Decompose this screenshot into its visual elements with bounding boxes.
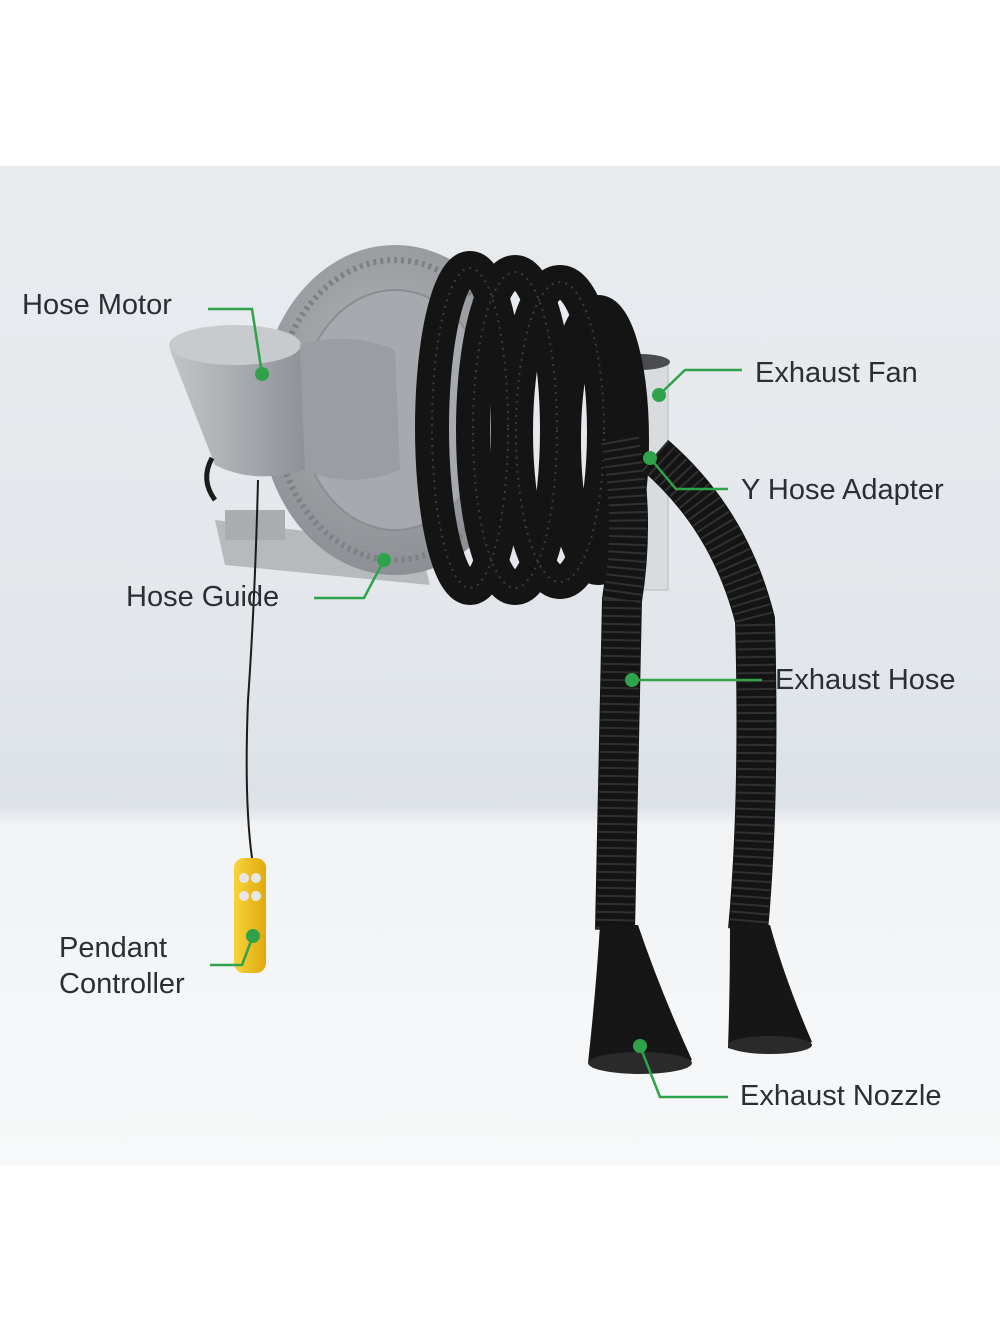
leader-lines [208,307,762,1099]
pendant-controller [234,479,266,973]
exhaust-hoses [595,436,777,932]
label-exhaust-nozzle: Exhaust Nozzle [740,1080,942,1112]
label-pendant-controller-line1: Pendant [59,932,168,964]
label-exhaust-fan: Exhaust Fan [755,357,918,389]
leader-dots [246,367,666,1053]
label-y-hose-adapter: Y Hose Adapter [741,474,944,506]
hose-motor [169,325,400,502]
label-exhaust-hose: Exhaust Hose [775,664,956,696]
exhaust-nozzles [588,925,812,1074]
label-hose-guide: Hose Guide [126,581,280,613]
label-hose-motor: Hose Motor [22,289,172,321]
label-pendant-controller-line2: Controller [59,968,185,1000]
